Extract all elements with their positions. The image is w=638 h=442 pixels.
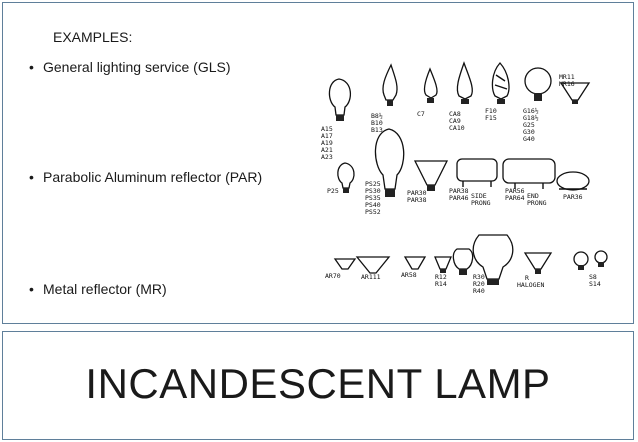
lamp-label-par36: PAR36 [563,193,583,201]
examples-panel: EXAMPLES: •General lighting service (GLS… [2,2,634,324]
bullet-mr-text: Metal reflector (MR) [43,281,167,297]
bullet-mr: •Metal reflector (MR) [29,281,167,297]
lamp-par-end-prong-shape [502,158,556,189]
lamp-mr-shape [559,82,591,104]
lamp-halogen-shape [523,252,553,274]
lamp-b-shape [382,63,398,106]
lamp-ar111-shape [355,256,391,274]
lamp-label-ar111: AR111 [361,273,381,281]
examples-heading: EXAMPLES: [53,29,133,45]
lamp-r12-shape [434,256,452,273]
lamp-r30-shape [472,234,514,285]
lamp-ar58-shape [403,256,427,270]
lamp-label-p: P25 [327,187,339,195]
slide-title: INCANDESCENT LAMP [85,360,551,407]
lamp-p-shape [337,162,355,193]
lamp-par36-shape [556,171,590,191]
bullet-gls: •General lighting service (GLS) [29,59,231,75]
lamp-r-shape [452,248,474,275]
lamp-label-ar70: AR70 [325,272,341,280]
lamp-c-shape [423,67,438,103]
lamp-par-side-prong-shape [456,158,498,187]
lamp-label-ar58: AR58 [401,271,417,279]
bullet-par: •Parabolic Aluminum reflector (PAR) [29,169,263,185]
lamp-f-shape [491,62,510,104]
title-panel: INCANDESCENT LAMP [2,331,634,440]
lamp-ar70-shape [333,258,357,270]
lamp-s-shape [573,250,608,270]
lamp-ps-shape [374,128,405,197]
bullet-gls-text: General lighting service (GLS) [43,59,231,75]
lamp-label-c: C7 [417,110,425,118]
lamp-par-shape [413,160,449,191]
lamp-g-shape [524,67,552,101]
lamp-ca-shape [456,61,473,104]
bullet-par-text: Parabolic Aluminum reflector (PAR) [43,169,263,185]
lamp-a-shape [328,78,351,121]
